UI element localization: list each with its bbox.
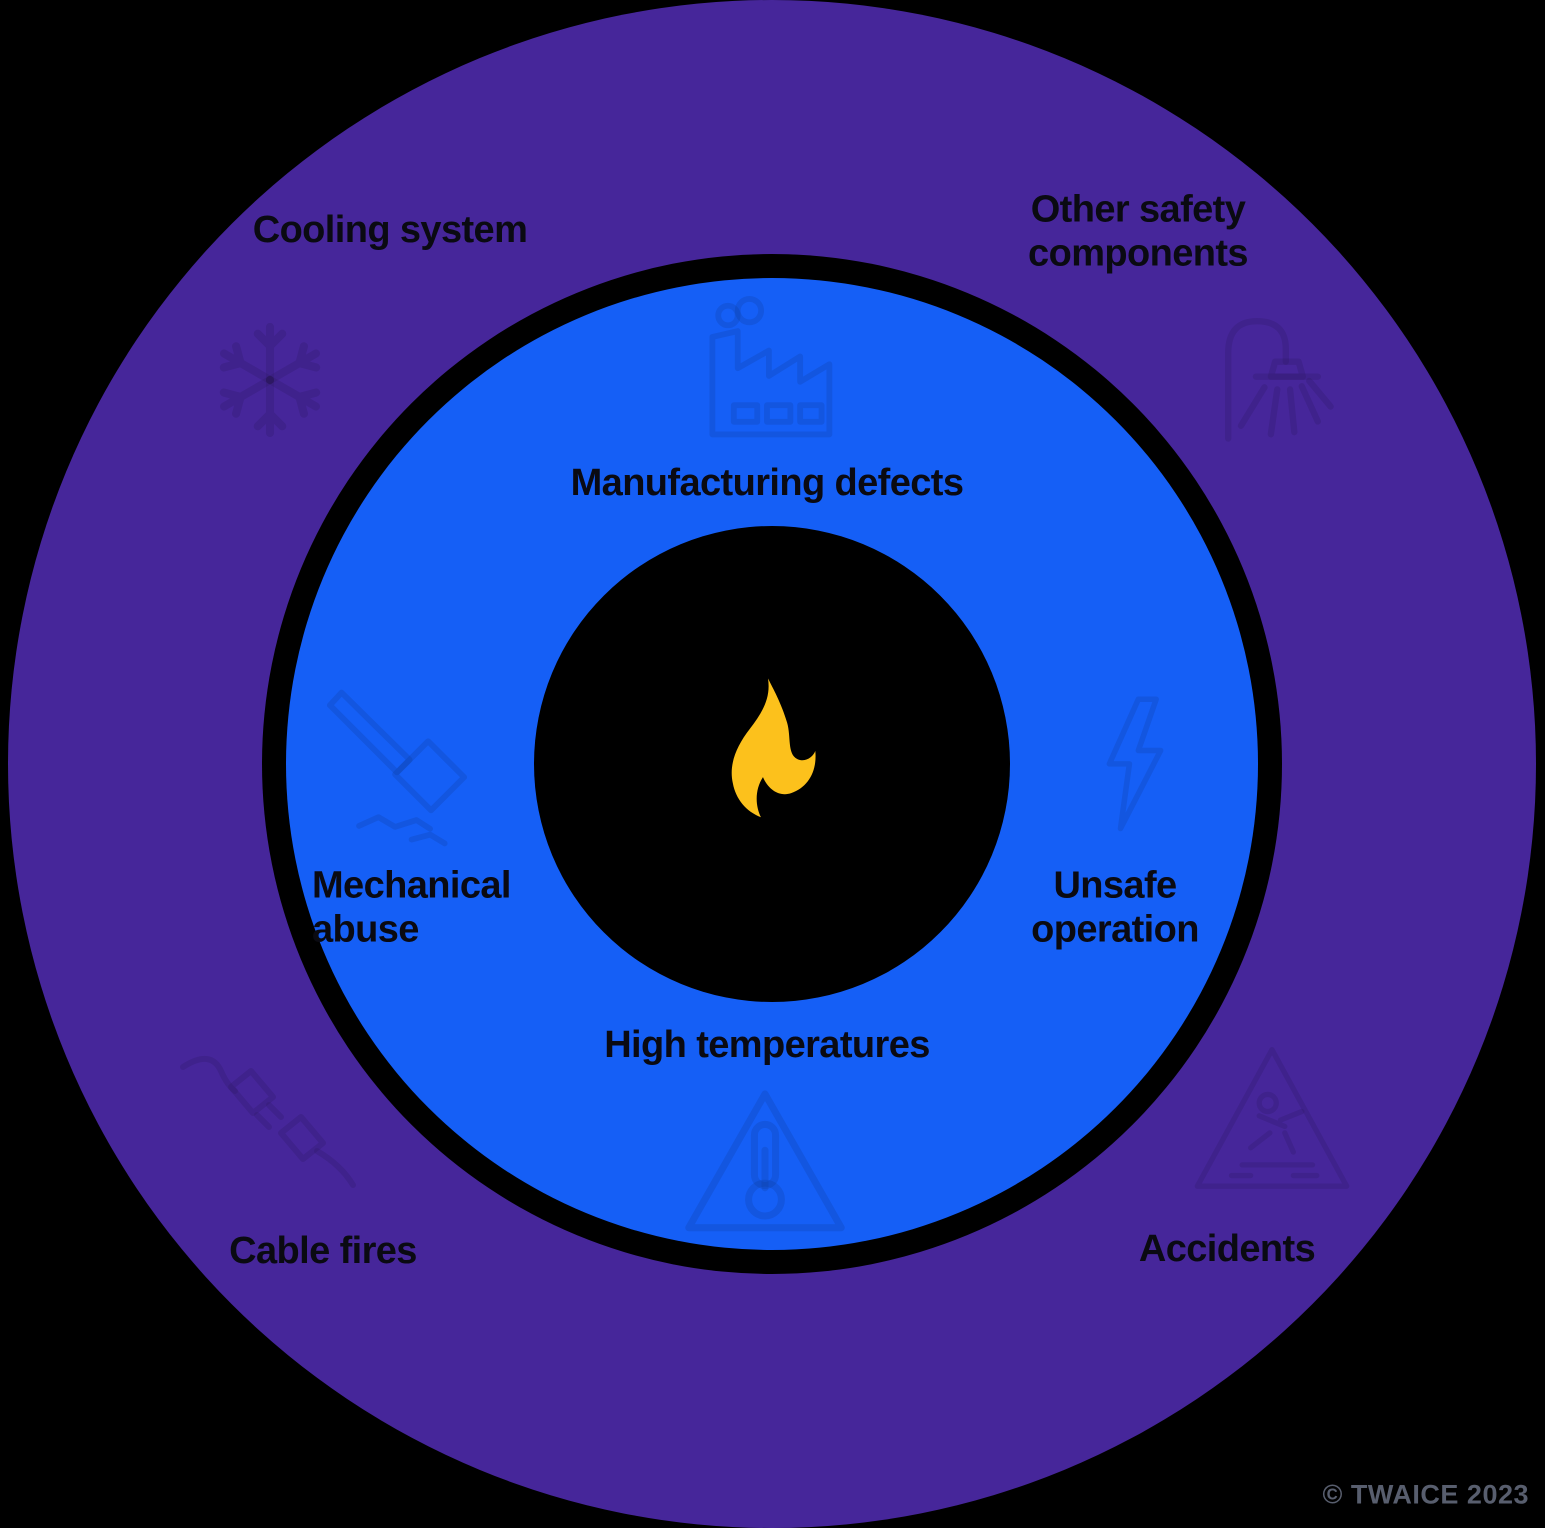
lightning-icon	[1096, 677, 1174, 853]
inner-label-mechanical-abuse: Mechanical abuse	[312, 864, 511, 950]
unplugged-cable-icon	[175, 1045, 365, 1193]
sprinkler-icon	[1198, 302, 1348, 462]
copyright-notice: © TWAICE 2023	[1322, 1479, 1529, 1510]
inner-label-high-temperatures: High temperatures	[604, 1024, 930, 1067]
flame-icon	[704, 677, 826, 858]
outer-label-cooling-system: Cooling system	[252, 209, 528, 252]
snowflake-icon	[202, 312, 338, 448]
inner-label-manufacturing-defects: Manufacturing defects	[570, 462, 964, 505]
outer-label-accidents: Accidents	[1138, 1228, 1316, 1271]
outer-label-cable-fires: Cable fires	[229, 1230, 417, 1273]
thermometer-warning-icon	[677, 1079, 853, 1245]
outer-label-other-safety-components: Other safety components	[1028, 188, 1249, 274]
slip-fall-warning-icon	[1184, 1039, 1360, 1199]
factory-icon	[682, 296, 850, 452]
hammer-icon	[314, 678, 480, 858]
inner-label-unsafe-operation: Unsafe operation	[1031, 864, 1199, 950]
